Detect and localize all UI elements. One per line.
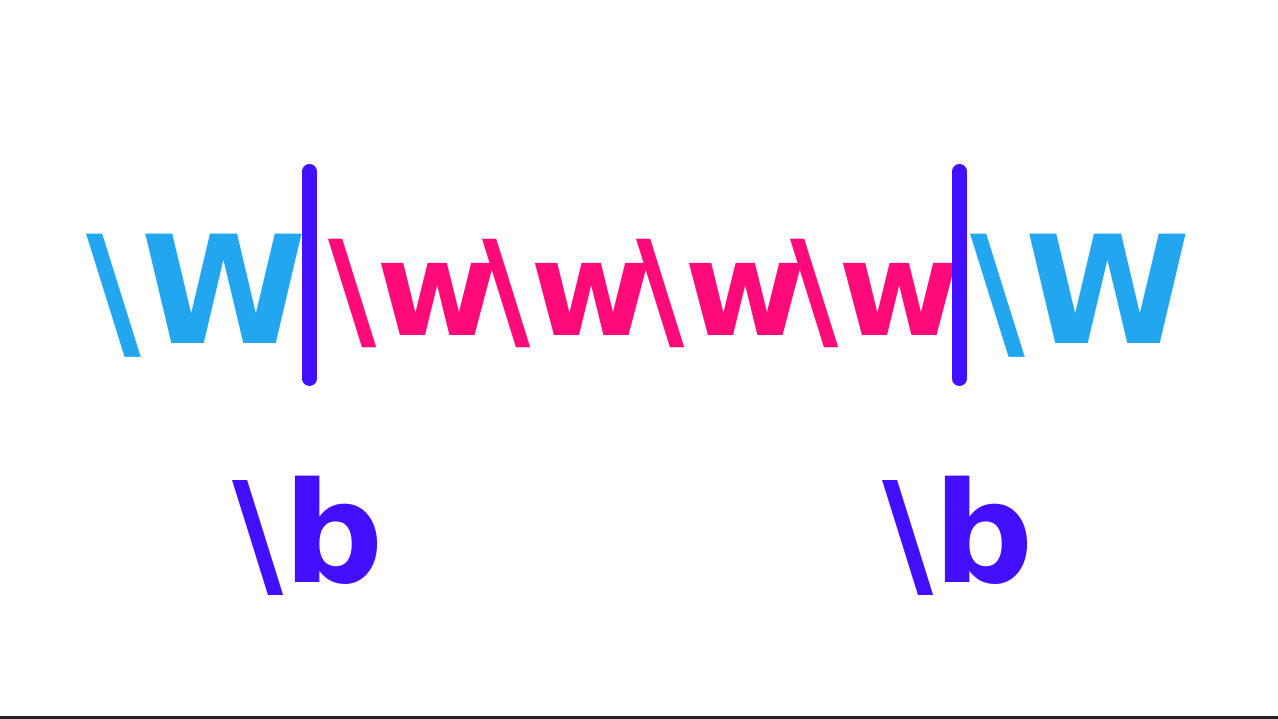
right-boundary-line	[952, 164, 967, 386]
word-token-2: \w	[482, 213, 653, 367]
right-nonword-token: \W	[970, 205, 1191, 379]
left-nonword-token: \W	[86, 205, 307, 379]
right-boundary-label: \b	[882, 453, 1034, 616]
word-token-3: \w	[636, 213, 807, 367]
word-token-4: \w	[790, 213, 961, 367]
left-boundary-line	[302, 164, 317, 386]
word-token-1: \w	[328, 213, 499, 367]
bottom-rule	[0, 716, 1278, 719]
left-boundary-label: \b	[232, 453, 384, 616]
